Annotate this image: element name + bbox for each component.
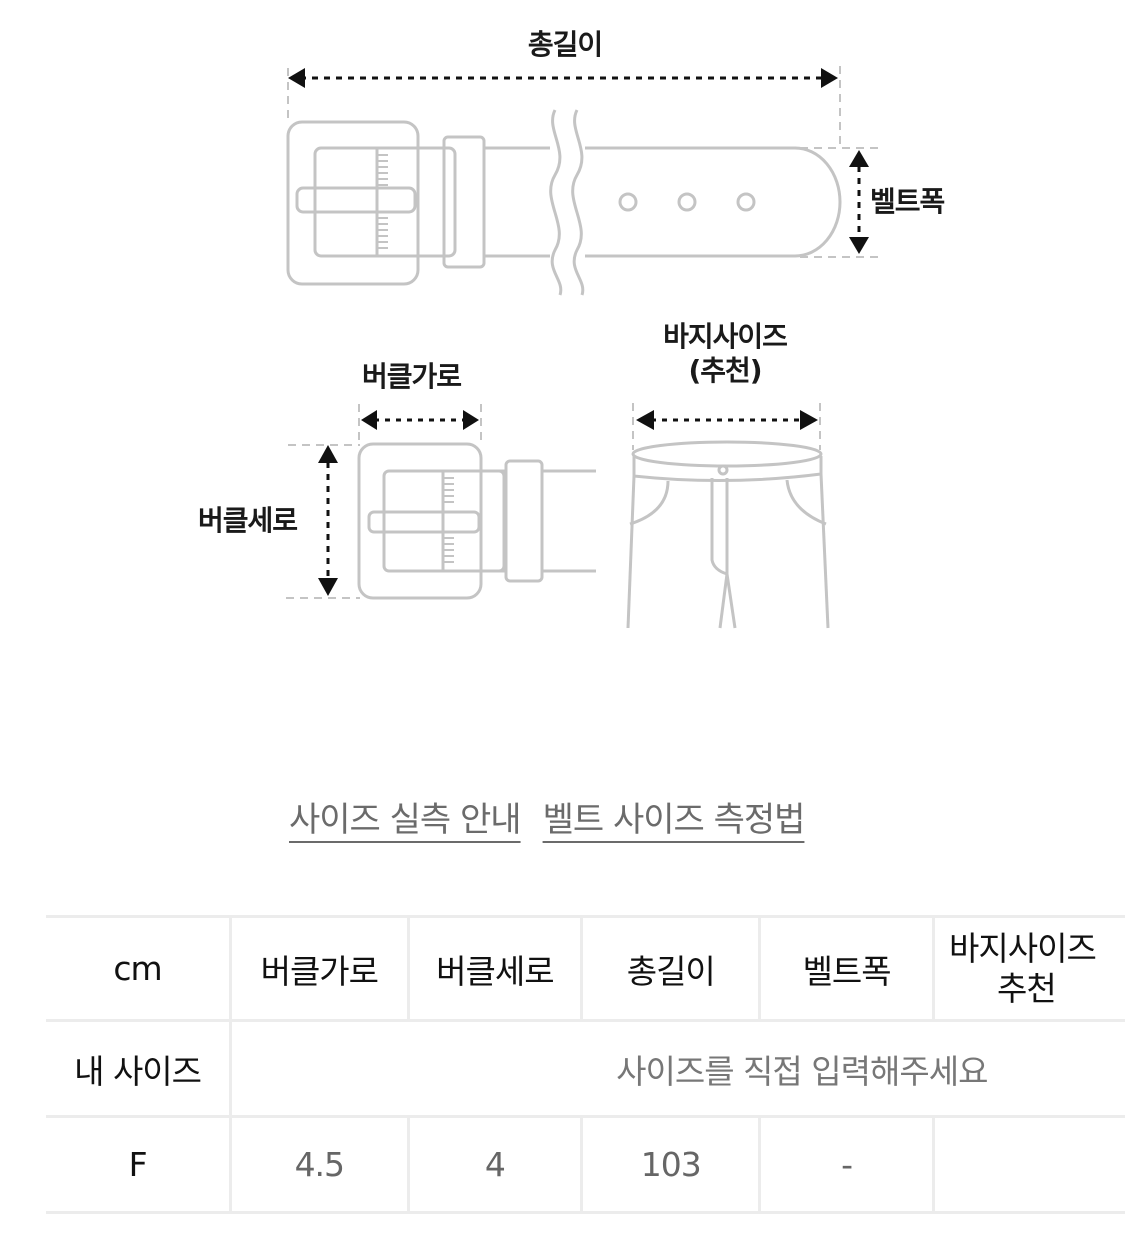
- col-header-belt-width: 벨트폭: [758, 915, 935, 1022]
- table-header-row: cm 버클가로 버클세로 총길이 벨트폭 바지사이즈 추천: [46, 915, 1125, 1022]
- my-size-input[interactable]: 사이즈를 직접 입력해주세요: [229, 1019, 1125, 1118]
- my-size-placeholder: 사이즈를 직접 입력해주세요: [616, 1051, 988, 1091]
- belt-width-arrow-icon: [849, 150, 869, 254]
- buckle-width-arrow-icon: [361, 410, 479, 430]
- label-pants-size: 바지사이즈 (추천): [645, 320, 805, 388]
- cell-buckle-height: 4: [406, 1115, 584, 1214]
- pants-waist-arrow-icon: [636, 410, 818, 430]
- col-header-pants-size: 바지사이즈 추천: [932, 915, 1125, 1022]
- col-header-total-length: 총길이: [580, 915, 762, 1022]
- belt-full-icon: [286, 66, 880, 296]
- cell-total-length: 103: [580, 1115, 762, 1214]
- pants-icon: [626, 403, 830, 629]
- unit-header: cm: [46, 915, 233, 1022]
- size-table: cm 버클가로 버클세로 총길이 벨트폭 바지사이즈 추천 내 사이즈 사이즈를…: [46, 915, 1125, 1214]
- cell-belt-width: -: [758, 1115, 935, 1214]
- belt-size-method-link[interactable]: 벨트 사이즈 측정법: [542, 800, 806, 840]
- label-buckle-height: 버클세로: [198, 504, 298, 537]
- total-length-arrow-icon: [288, 68, 838, 88]
- size-measurement-guide-link[interactable]: 사이즈 실측 안내: [289, 800, 522, 840]
- col-header-pants-size-line2: 추천: [997, 968, 1057, 1008]
- label-pants-size-line1: 바지사이즈: [663, 320, 788, 353]
- table-row: F 4.5 4 103 -: [46, 1115, 1125, 1214]
- size-guide-links: 사이즈 실측 안내 벨트 사이즈 측정법: [289, 792, 806, 841]
- buckle-detail-icon: [286, 404, 596, 600]
- cell-buckle-width: 4.5: [229, 1115, 410, 1214]
- label-total-length: 총길이: [527, 28, 603, 61]
- size-diagram: 총길이 벨트폭 버클가로 버클세로 바지사이즈 (추천): [198, 28, 945, 629]
- size-label: F: [46, 1115, 233, 1214]
- belt-diagram-svg: [286, 66, 880, 629]
- col-header-buckle-width: 버클가로: [229, 915, 410, 1022]
- cell-pants-size: [932, 1115, 1125, 1214]
- label-belt-width: 벨트폭: [870, 185, 945, 218]
- my-size-label: 내 사이즈: [46, 1019, 233, 1118]
- col-header-pants-size-line1: 바지사이즈: [949, 928, 1097, 968]
- my-size-row: 내 사이즈 사이즈를 직접 입력해주세요: [46, 1019, 1125, 1118]
- label-pants-size-line2: (추천): [688, 354, 762, 387]
- label-buckle-width: 버클가로: [362, 360, 462, 393]
- buckle-height-arrow-icon: [318, 445, 338, 596]
- col-header-buckle-height: 버클세로: [406, 915, 584, 1022]
